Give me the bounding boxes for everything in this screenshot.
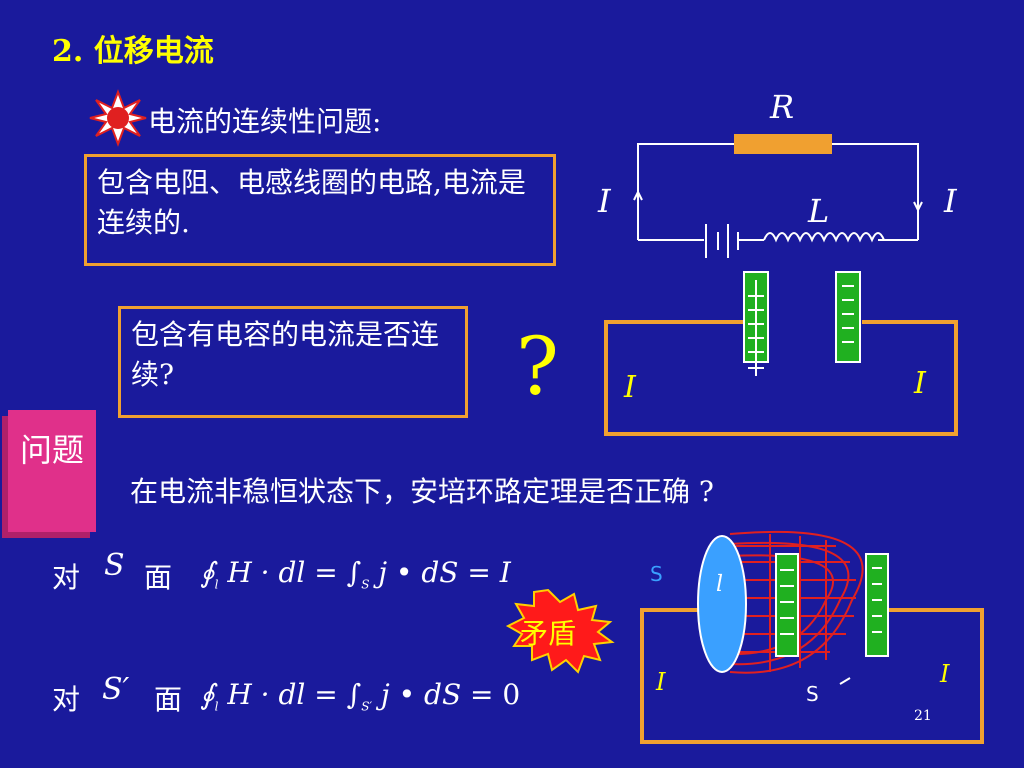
surface-s-label: S [650, 562, 663, 586]
eq1-prefix: 对 [52, 561, 81, 594]
rl-circuit [633, 143, 923, 258]
page-title: 2. 位移电流 [52, 34, 214, 69]
problem-tag: 问题 [8, 410, 96, 532]
page-number: 21 [914, 708, 932, 724]
contradiction-burst-icon [505, 588, 615, 674]
sun-icon [89, 89, 147, 147]
rl-circuit-note: 包含电阻、电感线圈的电路,电流是连续的. [84, 154, 556, 266]
contradiction-label: 矛盾 [520, 617, 577, 650]
eq1-surface: S [104, 548, 125, 583]
cap-current-right: I [914, 366, 926, 401]
eq1-formula: ∮l H · dl = ∫S j • dS = I [200, 556, 511, 592]
resistor [734, 134, 832, 154]
section-heading: 电流的连续性问题: [148, 105, 382, 138]
capacitor-question: 包含有电容的电流是否连续? [118, 306, 468, 418]
current-right-label: I [944, 182, 957, 220]
problem-text: 在电流非稳恒状态下，安培环路定理是否正确 ? [130, 475, 714, 508]
loop-l-label: l [716, 572, 724, 597]
eq2-surface: S′ [102, 672, 130, 707]
cap-current-left: I [624, 370, 636, 405]
eq2-prefix: 对 [52, 683, 81, 716]
capacitor-circuit [604, 271, 958, 436]
current-left-label: I [598, 182, 611, 220]
inductor-label: L [808, 192, 830, 230]
eq2-suffix: 面 [154, 683, 183, 716]
surface-diagram [640, 530, 984, 744]
bottom-current-right: I [940, 660, 950, 688]
big-question-mark: ? [516, 320, 559, 413]
surface-sprime-label: S [806, 682, 819, 706]
eq2-formula: ∮l H · dl = ∫S′ j • dS = 0 [200, 678, 521, 714]
resistor-label: R [770, 88, 795, 126]
eq1-suffix: 面 [144, 561, 173, 594]
bottom-current-left: I [656, 668, 666, 696]
